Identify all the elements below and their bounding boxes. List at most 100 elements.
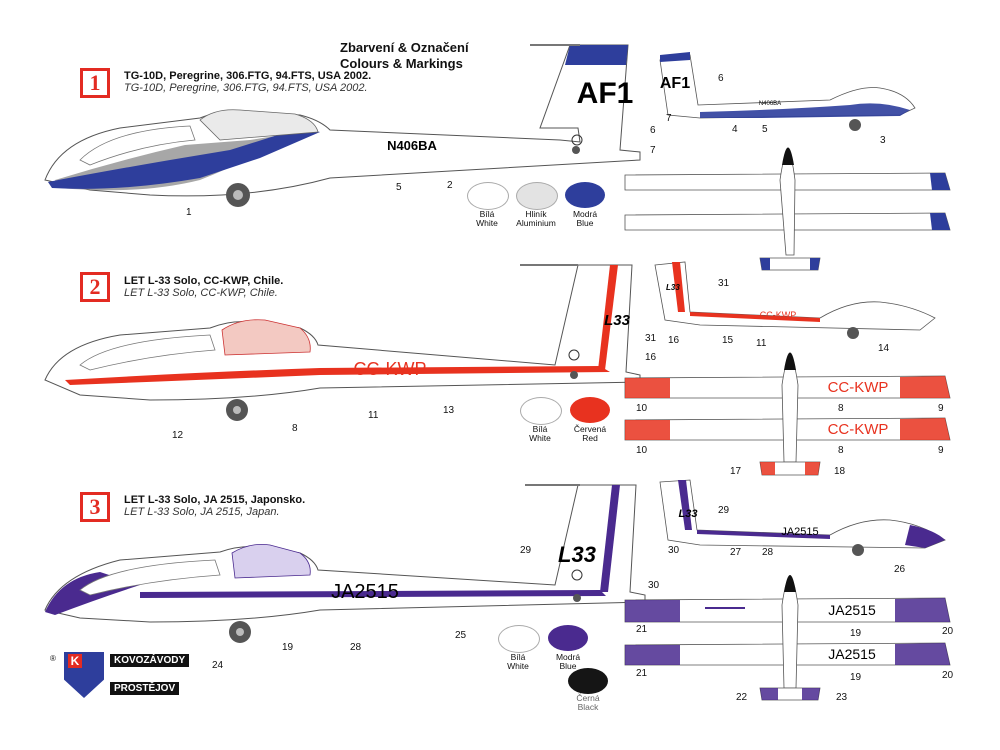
scheme-3-small-registration: JA2515 (781, 526, 818, 538)
callout: 1 (186, 207, 192, 218)
callout: 7 (666, 113, 672, 124)
scheme-1-plan-view (624, 147, 951, 271)
scheme-1-side-view: AF1 N406BA (44, 44, 641, 207)
swatch-white (498, 625, 540, 653)
callout: 6 (650, 125, 656, 136)
swatch-blue (565, 182, 605, 208)
callout: 24 (212, 660, 224, 671)
callout: 20 (942, 626, 954, 637)
scheme-3-wing-registration-2: JA2515 (828, 646, 876, 662)
scheme-2-registration: CC-KWP (354, 359, 427, 379)
swatch-red (570, 397, 610, 423)
callout: 2 (447, 180, 453, 191)
callout: 23 (836, 692, 848, 703)
scheme-2-wing-registration-1: CC-KWP (828, 379, 889, 396)
callout: 7 (650, 145, 656, 156)
scheme-1-title-en: TG-10D, Peregrine, 306.FTG, 94.FTS, USA … (124, 82, 368, 94)
callout: 29 (520, 545, 532, 556)
swatch-white (520, 397, 562, 425)
swatch-black (568, 668, 608, 694)
scheme-1-tail-code: AF1 (577, 77, 634, 110)
scheme-2-tail-code: L33 (604, 312, 631, 329)
scheme-2-wing-registration-2: CC-KWP (828, 421, 889, 438)
scheme-3-tail-code: L33 (558, 542, 596, 567)
callout: 31 (645, 333, 657, 344)
scheme-2-number: 2 (80, 272, 110, 302)
callout: 9 (938, 445, 944, 456)
callout: 13 (443, 405, 455, 416)
callout: 3 (880, 135, 886, 146)
logo-mark: K (68, 654, 82, 668)
scheme-2-plan-view: CC-KWP CC-KWP (624, 352, 951, 476)
callout: 31 (718, 278, 730, 289)
logo-line-1: KOVOZÁVODY (110, 654, 190, 667)
scheme-1-number: 1 (80, 68, 110, 98)
scheme-1-title: TG-10D, Peregrine, 306.FTG, 94.FTS, USA … (124, 70, 371, 94)
callout: 26 (894, 564, 906, 575)
scheme-2-title-en: LET L-33 Solo, CC-KWP, Chile. (124, 287, 278, 299)
page-header: Zbarvení & Označení Colours & Markings (340, 40, 469, 72)
callout: 8 (838, 403, 844, 414)
scheme-3-wing-registration-1: JA2515 (828, 602, 876, 618)
callout: 17 (730, 466, 742, 477)
callout: 10 (636, 445, 648, 456)
scheme-3-number: 3 (80, 492, 110, 522)
callout: 15 (722, 335, 734, 346)
scheme-3-title: LET L-33 Solo, JA 2515, Japonsko. LET L-… (124, 494, 305, 518)
callout: 28 (350, 642, 362, 653)
scheme-3-small-tail-code: L33 (679, 508, 698, 520)
callout: 5 (762, 124, 768, 135)
callout: 29 (718, 505, 730, 516)
swatch-white (467, 182, 509, 210)
scheme-2-title: LET L-33 Solo, CC-KWP, Chile. LET L-33 S… (124, 275, 283, 299)
scheme-1-title-cz: TG-10D, Peregrine, 306.FTG, 94.FTS, USA … (124, 70, 372, 82)
scheme-2-small-registration: CC-KWP (760, 310, 797, 320)
callout: 30 (668, 545, 680, 556)
swatch-aluminium (516, 182, 558, 210)
scheme-3-side-small: L33 JA2515 (659, 479, 946, 556)
kovozavody-logo: ® K KOVOZÁVODY PROSTĚJOV (50, 652, 200, 700)
scheme-2-small-tail-code: L33 (666, 283, 680, 292)
scheme-1-small-registration: N406BA (759, 101, 781, 107)
callout: 28 (762, 547, 774, 558)
callout: 6 (718, 73, 724, 84)
callout: 11 (756, 338, 767, 349)
callout: 8 (292, 423, 298, 434)
scheme-1-registration: N406BA (387, 138, 437, 153)
callout: 21 (636, 624, 648, 635)
swatch-blue (548, 625, 588, 651)
scheme-2-side-small: L33 CC-KWP (654, 261, 936, 339)
scheme-2-side-view: L33 CC-KWP (44, 264, 641, 421)
scheme-1-small-tail-code: AF1 (660, 75, 690, 92)
scheme-3-title-cz: LET L-33 Solo, JA 2515, Japonsko. (124, 494, 306, 506)
callout: 14 (878, 343, 890, 354)
callout: 9 (938, 403, 944, 414)
scheme-3-registration: JA2515 (331, 581, 399, 603)
callout: 21 (636, 668, 648, 679)
logo-line-2: PROSTĚJOV (110, 682, 180, 695)
callout: 19 (850, 628, 862, 639)
callout: 20 (942, 670, 954, 681)
scheme-3-side-view: L33 JA2515 (44, 484, 646, 643)
callout: 18 (834, 466, 846, 477)
callout: 8 (838, 445, 844, 456)
callout: 5 (396, 182, 402, 193)
callout: 27 (730, 547, 742, 558)
callout: 4 (732, 124, 738, 135)
callout: 19 (282, 642, 294, 653)
callout: 30 (648, 580, 660, 591)
callout: 16 (668, 335, 680, 346)
scheme-3-title-en: LET L-33 Solo, JA 2515, Japan. (124, 506, 280, 518)
scheme-2-title-cz: LET L-33 Solo, CC-KWP, Chile. (124, 275, 284, 287)
callout: 22 (736, 692, 748, 703)
scheme-1-side-small: AF1 N406BA (659, 52, 916, 131)
callout: 19 (850, 672, 862, 683)
callout: 25 (455, 630, 467, 641)
